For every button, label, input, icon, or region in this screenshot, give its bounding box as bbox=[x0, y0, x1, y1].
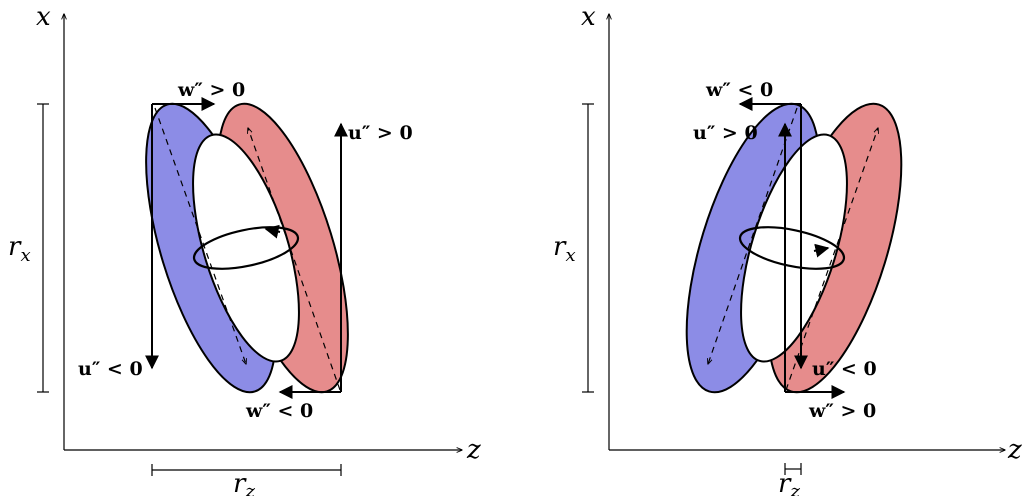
left-w-bottom-label: w″ < 0 bbox=[245, 400, 313, 422]
right-rx-label: rx bbox=[553, 232, 576, 266]
right-w-bottom-label: w″ > 0 bbox=[808, 400, 876, 422]
right-u-bottom-label: u″ < 0 bbox=[812, 358, 877, 380]
right-blue-dashed-axis bbox=[708, 107, 798, 364]
left-rx-main: r bbox=[8, 232, 22, 262]
right-rz-main: r bbox=[778, 469, 792, 496]
right-w-top-label: w″ < 0 bbox=[705, 79, 773, 101]
right-rz-label: rz bbox=[778, 469, 800, 496]
right-rx-main: r bbox=[553, 232, 567, 262]
left-panel: x z rx rz w″ > 0 u″ > 0 u″ < 0 w″ < 0 bbox=[8, 2, 481, 501]
left-rz-label: rz bbox=[233, 469, 255, 496]
left-red-dashed-axis bbox=[248, 128, 341, 391]
left-w-top-label: w″ > 0 bbox=[177, 79, 245, 101]
right-panel: x z rx rz w″ < 0 u″ > 0 u″ < 0 w″ > 0 bbox=[553, 2, 1022, 501]
left-rotation-ellipse bbox=[192, 226, 300, 270]
left-rotation-arrowhead bbox=[264, 224, 281, 239]
left-x-axis-label: x bbox=[36, 2, 51, 32]
left-u-left-label: u″ < 0 bbox=[78, 358, 143, 380]
left-white-ellipse bbox=[192, 133, 300, 363]
right-x-axis-label: x bbox=[581, 2, 596, 32]
left-rz-main: r bbox=[233, 469, 247, 496]
left-rz-sub: z bbox=[244, 481, 255, 496]
right-white-ellipse bbox=[740, 133, 848, 363]
right-rotation-arrowhead bbox=[813, 243, 830, 258]
right-rx-sub: x bbox=[565, 245, 575, 266]
left-rx-label: rx bbox=[8, 232, 31, 266]
left-blue-dashed-axis bbox=[154, 107, 246, 364]
right-rz-sub: z bbox=[789, 481, 800, 496]
left-z-axis-label: z bbox=[466, 435, 481, 465]
right-z-axis-label: z bbox=[1007, 435, 1022, 465]
right-u-top-label: u″ > 0 bbox=[693, 122, 758, 144]
right-rotation-ellipse bbox=[738, 226, 846, 270]
left-u-right-label: u″ > 0 bbox=[348, 122, 413, 144]
left-rx-sub: x bbox=[20, 245, 30, 266]
